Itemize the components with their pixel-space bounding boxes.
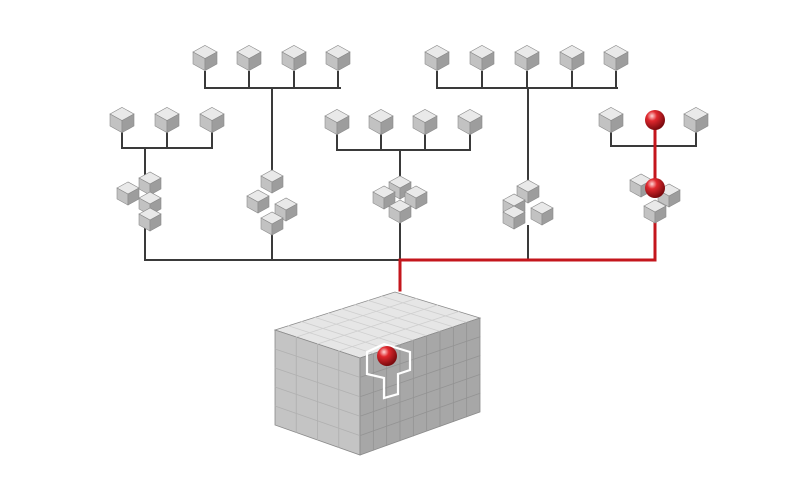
cube-icon xyxy=(603,45,629,72)
cross-shape xyxy=(246,169,298,236)
grid-line xyxy=(274,405,361,437)
grid-line xyxy=(359,355,481,398)
grid-line xyxy=(274,386,361,417)
cube-icon xyxy=(502,205,526,230)
grid-line xyxy=(359,392,481,437)
cube-icon xyxy=(643,199,667,224)
cube-icon xyxy=(260,211,284,236)
cube-icon xyxy=(372,185,396,210)
cube-icon xyxy=(138,207,162,232)
connector-lines xyxy=(121,71,697,261)
cube-icon xyxy=(325,45,351,72)
cube-icon xyxy=(457,109,483,136)
cube-icon xyxy=(559,45,585,72)
composite-shapes xyxy=(116,169,681,236)
cube-icon xyxy=(274,197,298,222)
cube-icon xyxy=(424,45,450,72)
step-shape xyxy=(116,171,162,232)
base-block-body xyxy=(273,291,482,456)
grid-line xyxy=(338,310,460,352)
cube-icon xyxy=(199,107,225,134)
cube-icon xyxy=(388,199,412,224)
grid-line xyxy=(274,367,361,398)
cube-icon xyxy=(469,45,495,72)
grid-line xyxy=(274,348,361,378)
cube-icon xyxy=(412,109,438,136)
tee-shape xyxy=(372,175,428,224)
base-block xyxy=(273,291,482,456)
cube-icon xyxy=(138,171,162,196)
cube-icon xyxy=(514,45,540,72)
grid-line xyxy=(359,336,481,378)
grid-line xyxy=(295,297,417,338)
cube-icon xyxy=(388,175,412,200)
cube-icon xyxy=(246,189,270,214)
cube-icon xyxy=(530,201,554,226)
cube-icon xyxy=(324,109,350,136)
cube-icon xyxy=(154,107,180,134)
cube-icon xyxy=(192,45,218,72)
cube-icon xyxy=(116,181,140,206)
cube-icon xyxy=(404,185,428,210)
sphere-icon xyxy=(645,110,665,130)
grid-line xyxy=(316,304,439,345)
grid-line xyxy=(359,373,481,417)
cube-icon xyxy=(598,107,624,134)
cube-icon xyxy=(683,107,709,134)
tee-piece-outline xyxy=(365,342,412,400)
cube-icon xyxy=(281,45,307,72)
cluster-shape xyxy=(502,179,554,230)
cube-icon xyxy=(516,179,540,204)
sphere-markers xyxy=(377,110,665,366)
cube-icon xyxy=(109,107,135,134)
cube-nodes xyxy=(109,45,709,136)
cube-icon xyxy=(368,109,394,136)
cube-icon xyxy=(236,45,262,72)
sphere-icon xyxy=(377,346,397,366)
sphere-icon xyxy=(645,178,665,198)
cube-icon xyxy=(260,169,284,194)
